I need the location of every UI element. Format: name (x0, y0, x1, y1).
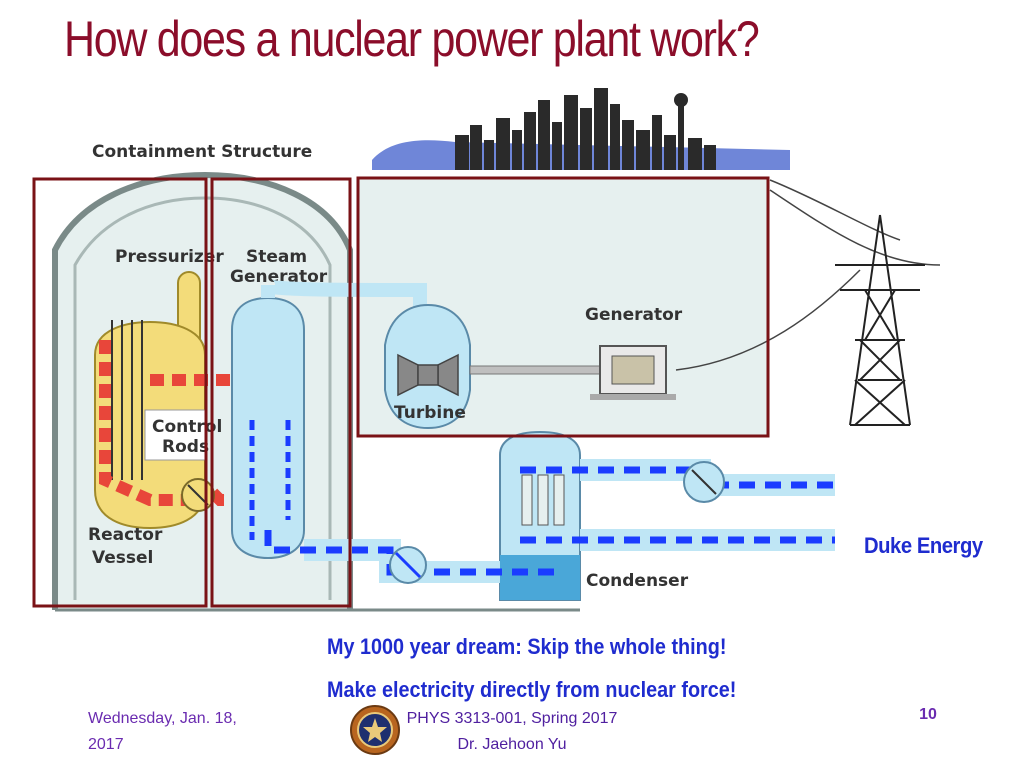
transmission-tower (835, 214, 925, 426)
label-reactor-1: Reactor (88, 525, 163, 545)
generator-base (590, 394, 676, 400)
label-steam-gen-2: Generator (230, 267, 328, 287)
slide-title: How does a nuclear power plant work? (64, 11, 760, 67)
power-lines (675, 179, 941, 371)
image-credit: Duke Energy (864, 533, 983, 558)
label-control-2: Rods (162, 437, 209, 457)
highlight-box-reactor (32, 177, 208, 608)
highlight-box-steam-generator (210, 177, 352, 608)
nuclear-plant-diagram: Containment Structure Pressurizer Contro… (32, 88, 941, 612)
dream-line-1: My 1000 year dream: Skip the whole thing… (327, 634, 727, 659)
generator-core (611, 355, 655, 385)
label-steam-gen-1: Steam (246, 247, 307, 267)
steam-generator (231, 296, 305, 560)
university-seal-icon (350, 705, 400, 755)
control-rods-label-box (144, 409, 206, 461)
footer-course-name: PHYS 3313-001, Spring 2017 (406, 710, 618, 727)
page-number: 10 (919, 706, 937, 723)
label-generator: Generator (585, 305, 683, 325)
highlight-box-turbine-generator (356, 176, 770, 438)
steam-generator-coils (249, 420, 291, 540)
highlight-boxes (32, 176, 770, 608)
reactor-vessel (94, 320, 206, 530)
label-condenser: Condenser (586, 571, 689, 591)
condenser-tubes (521, 474, 565, 526)
cooling-pump-blade (691, 469, 717, 495)
label-turbine: Turbine (394, 403, 466, 423)
condenser-water (500, 555, 580, 600)
control-rods (111, 320, 143, 480)
feedwater-pump-blade (394, 551, 422, 579)
turbine-shaft (469, 365, 601, 375)
steam-pipe (261, 278, 427, 310)
label-pressurizer: Pressurizer (115, 247, 224, 267)
dream-line-2: Make electricity directly from nuclear f… (327, 677, 737, 702)
label-reactor-2: Vessel (92, 548, 153, 568)
skyline-buildings (455, 88, 716, 170)
city-skyline (372, 88, 790, 170)
label-containment: Containment Structure (92, 142, 312, 162)
primary-hot-loop (99, 340, 276, 506)
turbine-blades (397, 353, 459, 397)
footer-course: PHYS 3313-001, Spring 2017 Dr. Jaehoon Y… (388, 706, 636, 758)
footer-date: Wednesday, Jan. 18, 2017 (88, 710, 237, 753)
footer-instructor: Dr. Jaehoon Yu (457, 736, 567, 753)
